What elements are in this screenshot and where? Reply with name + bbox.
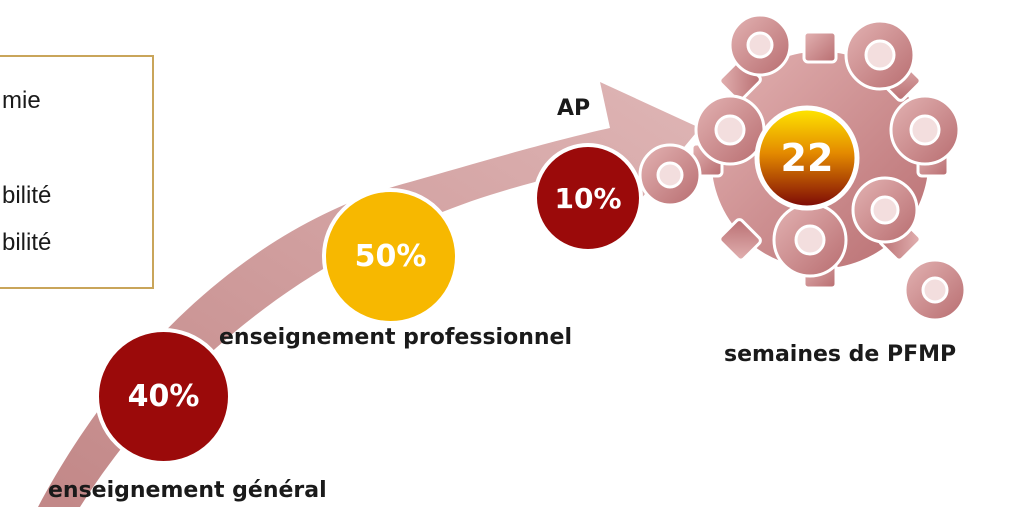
label-general: enseignement général (48, 478, 327, 503)
pfmp-value: 22 (780, 136, 834, 180)
stage-circle-general: 40% (95, 328, 232, 465)
stage-value-ap: 10% (554, 181, 622, 215)
text-box: mie bilité bilité (0, 55, 154, 289)
stage-circle-ap: 10% (533, 143, 643, 253)
pfmp-circle (754, 105, 860, 211)
stage-value-professional: 50% (354, 239, 427, 274)
stage-value-general: 40% (127, 379, 200, 414)
label-professional: enseignement professionnel (219, 325, 572, 350)
box-line-1: mie (2, 87, 41, 114)
box-line-2: bilité (2, 182, 52, 209)
label-pfmp: semaines de PFMP (724, 342, 957, 367)
pfmp-value-wrap: 22 (757, 108, 857, 208)
arrow-icon (38, 82, 700, 507)
label-ap: AP (557, 96, 591, 121)
box-line-3: bilité (2, 229, 52, 256)
stage-circle-professional: 50% (322, 188, 459, 325)
